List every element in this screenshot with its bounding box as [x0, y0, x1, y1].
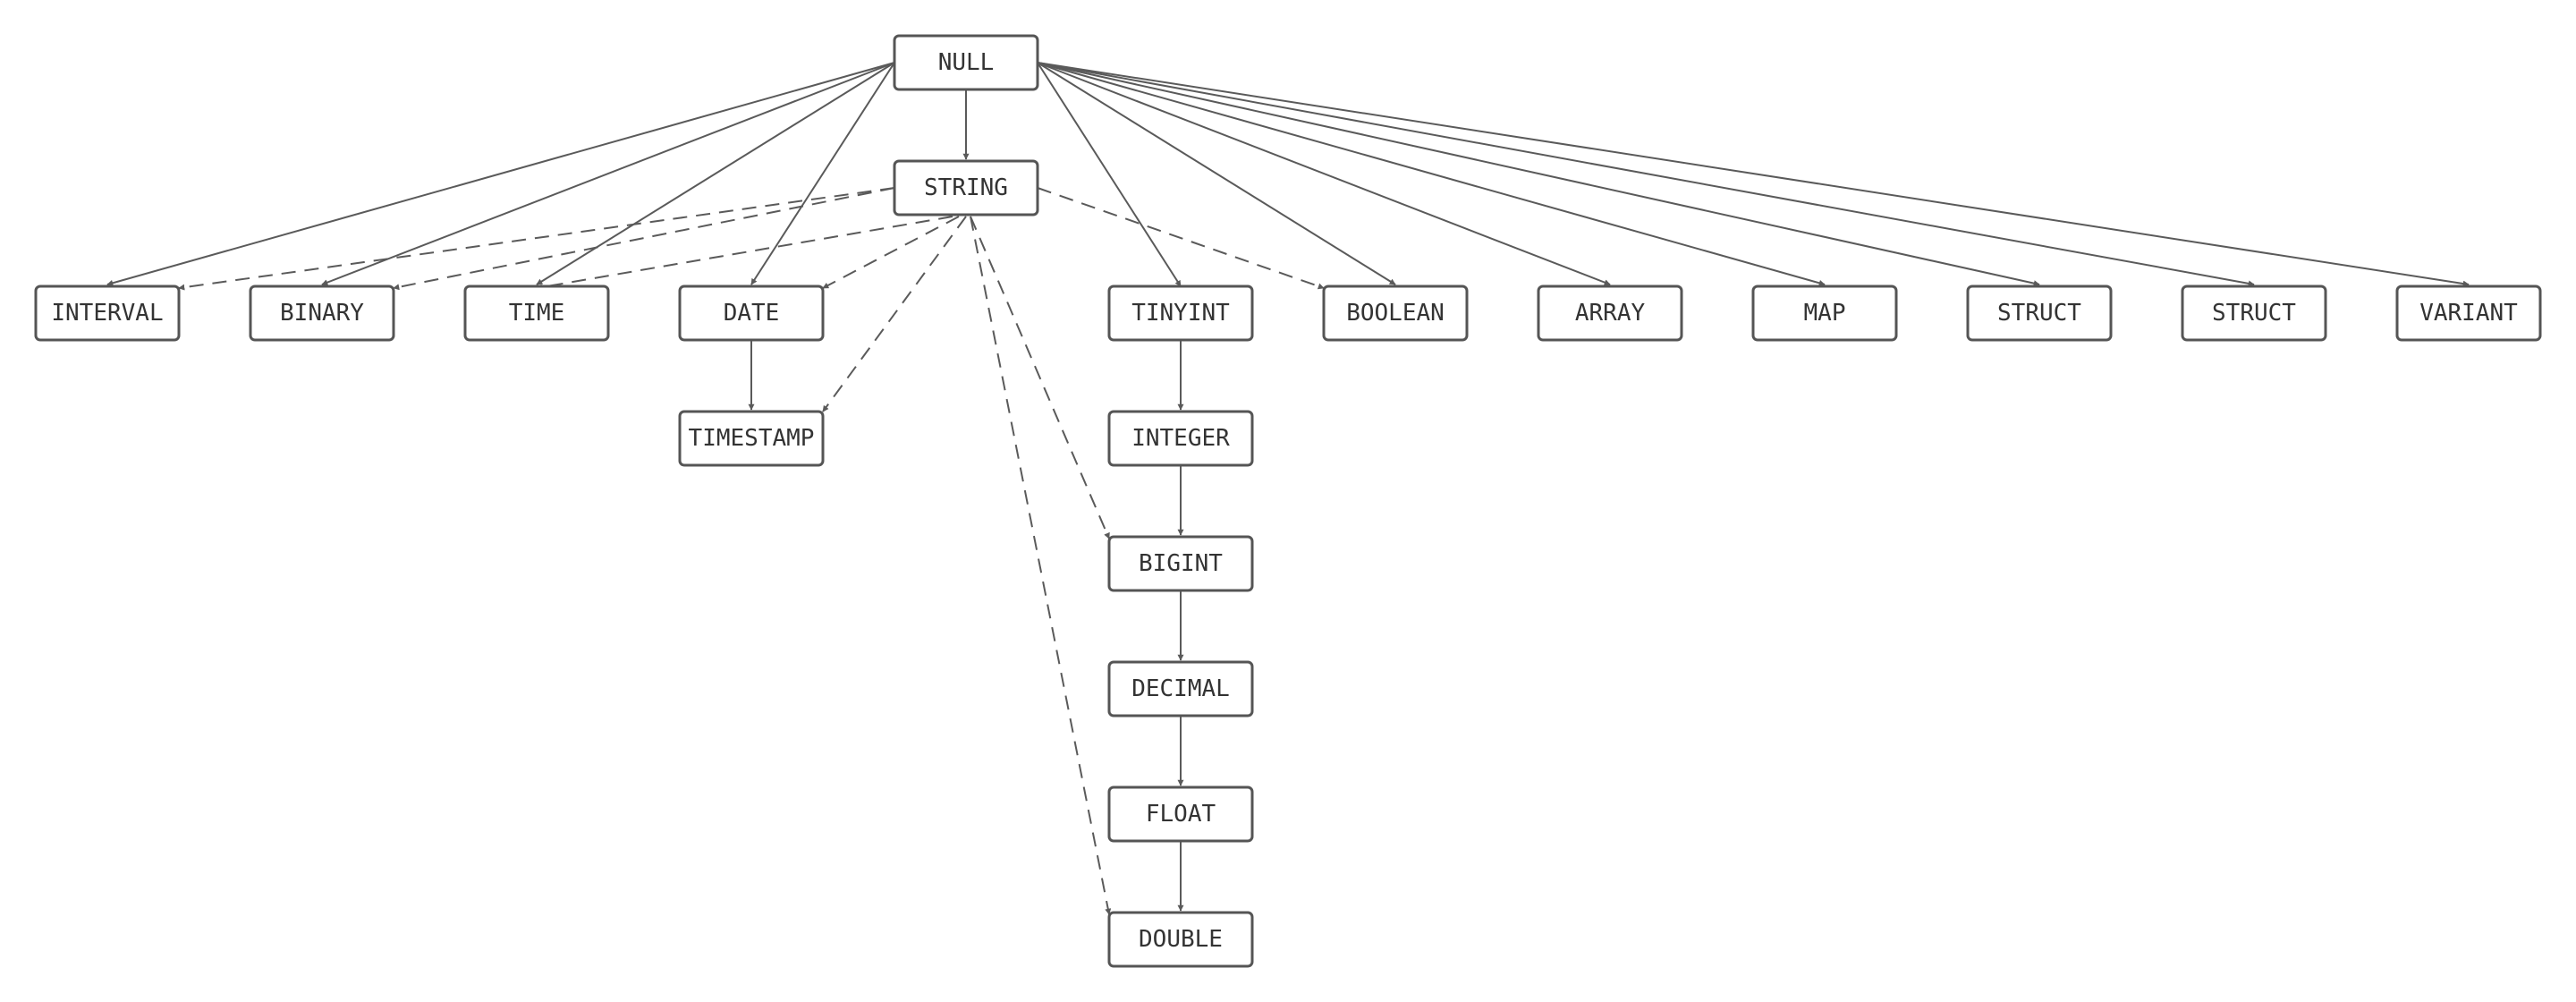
- node-boolean: BOOLEAN: [1322, 284, 1469, 342]
- edge-null-to-map: [1037, 62, 1826, 286]
- node-box: [463, 284, 610, 342]
- node-box: [1966, 284, 2113, 342]
- node-label: ARRAY: [1575, 300, 1646, 327]
- node-array: ARRAY: [1537, 284, 1683, 342]
- node-float: FLOAT: [1107, 785, 1254, 843]
- node-box: [2395, 284, 2542, 342]
- node-map: MAP: [1751, 284, 1898, 342]
- node-date: DATE: [678, 284, 825, 342]
- edges-layer: [106, 62, 2470, 915]
- node-label: STRING: [924, 174, 1008, 201]
- node-decimal: DECIMAL: [1107, 660, 1254, 718]
- node-box: [1751, 284, 1898, 342]
- node-box: [249, 284, 395, 342]
- node-label: BOOLEAN: [1346, 300, 1445, 327]
- edge-null-to-date: [750, 62, 895, 285]
- node-null: NULL: [893, 34, 1039, 91]
- node-timestamp: TIMESTAMP: [678, 410, 825, 467]
- node-label: TINYINT: [1131, 300, 1230, 327]
- node-box: [1107, 660, 1254, 718]
- edge-null-to-binary: [321, 62, 895, 285]
- node-label: BINARY: [280, 300, 364, 327]
- nodes-layer: NULL STRING INTERVAL BINARY TIME DATE TIMESTAM…: [34, 34, 2542, 968]
- node-struct2: STRUCT: [2181, 284, 2327, 342]
- edge-null-to-struct2: [1037, 62, 2255, 287]
- node-tinyint: TINYINT: [1107, 284, 1254, 342]
- node-label: FLOAT: [1146, 801, 1216, 828]
- edge-null-to-interval: [106, 62, 895, 286]
- node-box: [2181, 284, 2327, 342]
- node-label: NULL: [938, 49, 995, 76]
- edge-string-to-boolean: [1037, 187, 1325, 290]
- edge-null-to-tinyint: [1037, 62, 1182, 287]
- node-label: BIGINT: [1139, 550, 1223, 577]
- edge-null-to-time: [536, 62, 895, 285]
- edge-string-to-time: [536, 216, 953, 291]
- node-box: [34, 284, 181, 342]
- node-label: DATE: [724, 300, 780, 327]
- node-label: MAP: [1804, 300, 1846, 327]
- node-double: DOUBLE: [1107, 911, 1254, 968]
- node-box: [893, 159, 1039, 217]
- node-box: [1107, 911, 1254, 968]
- node-box: [1107, 284, 1254, 342]
- node-box: [1322, 284, 1469, 342]
- node-binary: BINARY: [249, 284, 395, 342]
- node-box: [678, 410, 825, 467]
- node-bigint: BIGINT: [1107, 535, 1254, 592]
- node-box: [893, 34, 1039, 91]
- node-interval: INTERVAL: [34, 284, 181, 342]
- node-integer: INTEGER: [1107, 410, 1254, 467]
- node-label: TIMESTAMP: [689, 425, 815, 452]
- edge-null-to-variant: [1037, 62, 2470, 287]
- node-label: TIME: [509, 300, 565, 327]
- node-box: [1107, 535, 1254, 592]
- node-box: [1107, 785, 1254, 843]
- node-variant: VARIANT: [2395, 284, 2542, 342]
- edge-string-to-timestamp: [822, 216, 967, 412]
- node-label: INTERVAL: [51, 300, 163, 327]
- node-label: INTEGER: [1131, 425, 1230, 452]
- node-label: DOUBLE: [1139, 926, 1223, 953]
- node-label: STRUCT: [2212, 300, 2296, 327]
- edge-string-to-bigint: [970, 216, 1110, 539]
- edge-null-to-array: [1037, 62, 1611, 285]
- node-string: STRING: [893, 159, 1039, 217]
- node-label: STRUCT: [1997, 300, 2081, 327]
- node-box: [678, 284, 825, 342]
- node-label: VARIANT: [2419, 300, 2518, 327]
- node-time: TIME: [463, 284, 610, 342]
- node-label: DECIMAL: [1131, 675, 1230, 702]
- node-box: [1107, 410, 1254, 467]
- edge-string-to-interval: [178, 187, 895, 291]
- edge-string-to-date: [822, 216, 960, 289]
- node-box: [1537, 284, 1683, 342]
- edge-null-to-struct1: [1037, 62, 2040, 287]
- edge-string-to-double: [970, 216, 1112, 915]
- edge-null-to-boolean: [1037, 62, 1396, 285]
- edge-string-to-binary: [393, 187, 895, 291]
- node-struct1: STRUCT: [1966, 284, 2113, 342]
